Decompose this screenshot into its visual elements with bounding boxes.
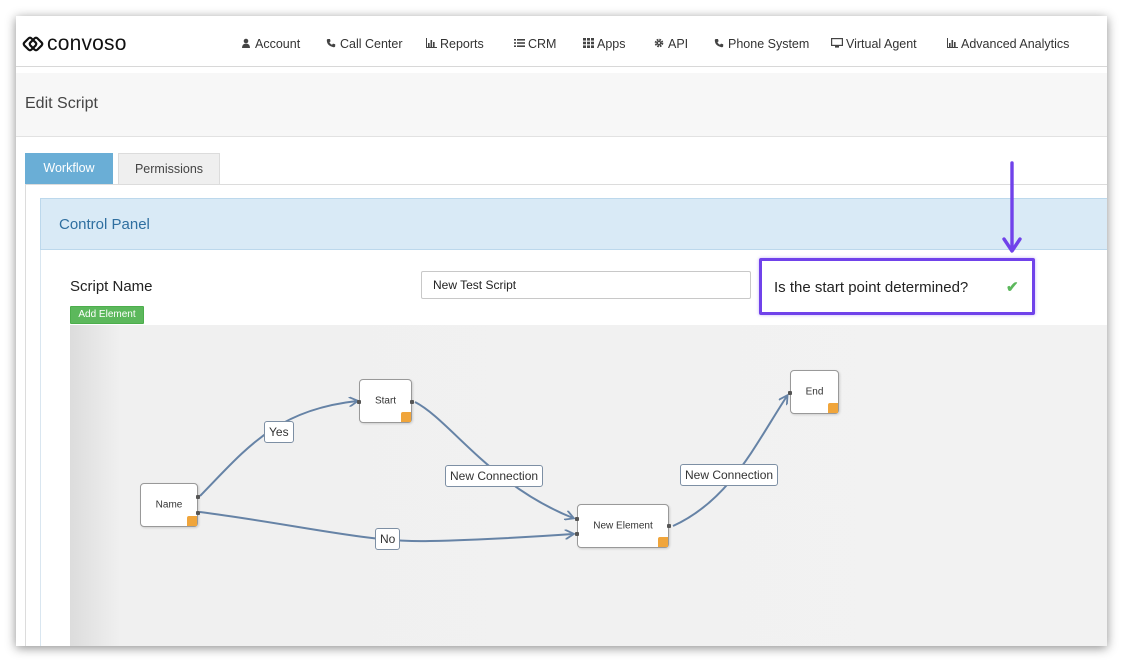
- connector-port[interactable]: [410, 400, 414, 404]
- nav-call-center[interactable]: Call Center: [325, 37, 403, 51]
- content-border: [25, 184, 26, 646]
- top-navigation: convoso Account Call Center Reports CRM: [16, 16, 1107, 67]
- page-header: Edit Script: [16, 73, 1107, 137]
- grid-icon: [582, 37, 594, 51]
- nav-label: CRM: [528, 37, 557, 51]
- connector-port[interactable]: [196, 511, 200, 515]
- nav-label: API: [668, 37, 689, 51]
- connections-layer: [199, 325, 1107, 543]
- convoso-logo[interactable]: convoso: [22, 32, 127, 56]
- phone-icon: [325, 38, 337, 51]
- bar-chart-icon: [425, 37, 437, 51]
- nav-label: Apps: [597, 37, 626, 51]
- connection-label-no[interactable]: No: [375, 528, 401, 550]
- workflow-canvas[interactable]: Name Start New Element End Yes No New Co…: [70, 325, 1107, 646]
- phone-icon: [713, 38, 725, 51]
- connection-start-to-new-element[interactable]: [414, 401, 573, 518]
- connector-port[interactable]: [196, 495, 200, 499]
- nav-label: Phone System: [728, 37, 810, 51]
- nav-label: Virtual Agent: [846, 37, 917, 51]
- resize-handle[interactable]: [658, 537, 668, 547]
- monitor-icon: [831, 37, 844, 51]
- node-label: Start: [374, 395, 397, 407]
- connection-no[interactable]: [199, 511, 573, 543]
- connection-label-new-element-to-end[interactable]: New Connection: [680, 464, 779, 486]
- logo-icon: [22, 36, 44, 52]
- resize-handle[interactable]: [828, 403, 838, 413]
- start-point-status: Is the start point determined? ✔: [759, 258, 1035, 315]
- connector-port[interactable]: [575, 517, 579, 521]
- nav-account[interactable]: Account: [240, 37, 300, 51]
- annotation-arrow-icon: [1002, 161, 1022, 253]
- brand-name: convoso: [47, 32, 127, 55]
- control-panel-header: Control Panel: [40, 198, 1107, 250]
- nav-api[interactable]: API: [653, 37, 688, 51]
- nav-label: Reports: [440, 37, 484, 51]
- connector-port[interactable]: [788, 391, 792, 395]
- connector-port[interactable]: [575, 532, 579, 536]
- nav-label: Advanced Analytics: [961, 37, 1070, 51]
- nav-label: Account: [255, 37, 301, 51]
- resize-handle[interactable]: [187, 516, 197, 526]
- control-panel-title: Control Panel: [59, 216, 150, 233]
- resize-handle[interactable]: [401, 412, 411, 422]
- nav-phone-system[interactable]: Phone System: [713, 37, 809, 51]
- gear-icon: [653, 38, 665, 51]
- nav-label: Call Center: [340, 37, 403, 51]
- workflow-node-end[interactable]: End: [788, 370, 839, 414]
- nav-advanced-analytics[interactable]: Advanced Analytics: [946, 37, 1069, 51]
- check-icon: ✔: [1006, 279, 1019, 296]
- script-name-input[interactable]: [421, 271, 751, 299]
- node-label: End: [805, 386, 824, 398]
- script-name-label: Script Name: [70, 278, 153, 295]
- workflow-node-start[interactable]: Start: [357, 379, 414, 423]
- nav-crm[interactable]: CRM: [513, 37, 556, 51]
- control-panel-body: [40, 250, 1107, 646]
- nav-reports[interactable]: Reports: [425, 37, 484, 51]
- connector-port[interactable]: [357, 400, 361, 404]
- connector-port[interactable]: [667, 524, 671, 528]
- app-window: convoso Account Call Center Reports CRM: [16, 16, 1107, 646]
- node-label: New Element: [593, 520, 653, 532]
- tab-permissions[interactable]: Permissions: [118, 153, 220, 184]
- page-title: Edit Script: [25, 95, 98, 112]
- connection-new-element-to-end[interactable]: [672, 396, 787, 527]
- workflow-node-new-element[interactable]: New Element: [575, 504, 671, 548]
- tab-divider: [25, 184, 1107, 185]
- connection-label-start-to-new-element[interactable]: New Connection: [445, 465, 544, 487]
- add-element-button[interactable]: Add Element: [70, 306, 144, 324]
- start-point-question: Is the start point determined?: [774, 279, 969, 296]
- connection-label-yes[interactable]: Yes: [264, 421, 294, 443]
- list-icon: [513, 38, 525, 51]
- tab-workflow[interactable]: Workflow: [25, 153, 113, 184]
- workflow-node-name[interactable]: Name: [140, 483, 200, 527]
- connection-yes[interactable]: [199, 401, 357, 497]
- nav-virtual-agent[interactable]: Virtual Agent: [831, 37, 917, 51]
- node-label: Name: [155, 499, 183, 511]
- bar-chart-icon: [946, 37, 958, 51]
- nav-apps[interactable]: Apps: [582, 37, 626, 51]
- user-icon: [240, 38, 252, 51]
